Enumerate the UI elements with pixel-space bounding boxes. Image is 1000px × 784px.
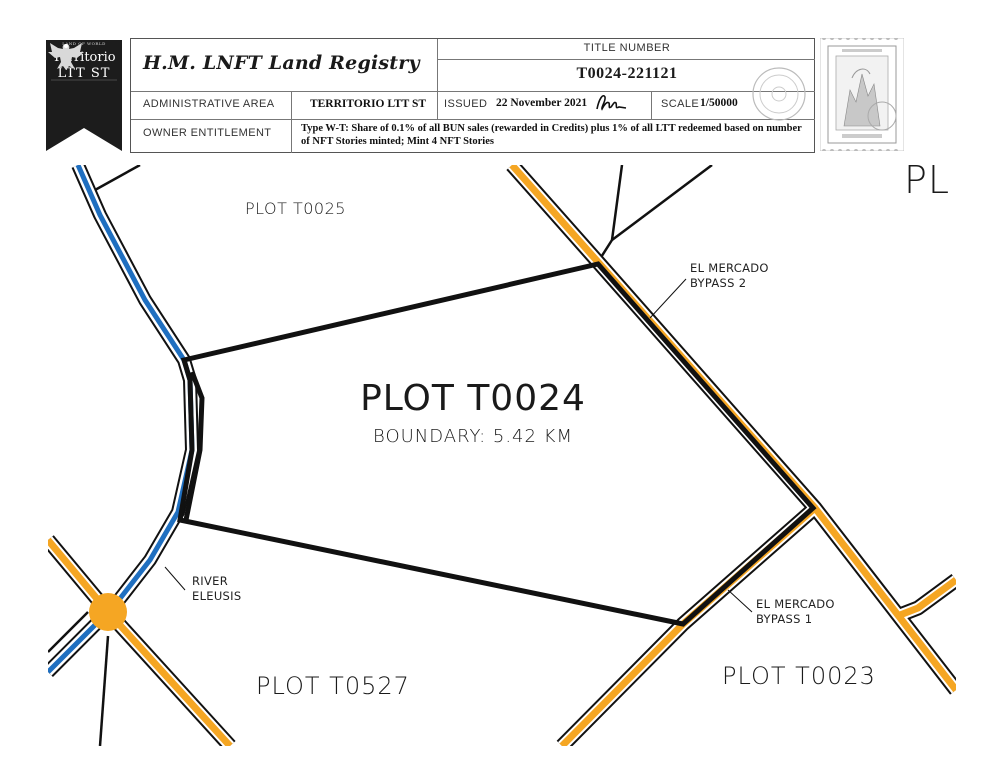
registry-header: H.M. LNFT Land Registry TITLE NUMBER T00… bbox=[130, 38, 815, 153]
badge-small-text: LAND OF WORLD bbox=[62, 41, 106, 46]
eagle-crest-icon bbox=[48, 43, 84, 70]
plot-t0023-label: PLOT T0023 bbox=[722, 662, 876, 690]
annotation-leaders bbox=[164, 278, 753, 613]
river-annotation: RIVER ELEUSIS bbox=[192, 574, 241, 604]
admin-area-value: TERRITORIO LTT ST bbox=[309, 98, 427, 110]
river-line1: RIVER bbox=[192, 574, 229, 588]
badge-line2: LTT ST bbox=[57, 66, 111, 81]
bypass-1-line2: BYPASS 1 bbox=[756, 612, 813, 626]
plot-boundary-length: BOUNDARY: 5.42 KM bbox=[372, 426, 573, 447]
plot-t0024-label: PLOT T0024 bbox=[360, 378, 586, 419]
postage-stamp-icon bbox=[820, 38, 904, 151]
registry-title: H.M. LNFT Land Registry bbox=[143, 52, 420, 74]
admin-area-label: ADMINISTRATIVE AREA bbox=[143, 98, 275, 110]
title-number-value: T0024-221121 bbox=[576, 65, 678, 82]
owner-entitlement-label: OWNER ENTITLEMENT bbox=[143, 127, 272, 139]
plot-edge-label: PL bbox=[904, 158, 951, 202]
bypass-1-annotation: EL MERCADO BYPASS 1 bbox=[756, 597, 835, 627]
scale-value: 1/50000 bbox=[700, 97, 738, 109]
seal-stamp-icon bbox=[752, 67, 806, 121]
issued-date: 22 November 2021 bbox=[496, 97, 588, 109]
plot-borders bbox=[48, 165, 713, 746]
plot-t0024-boundary bbox=[177, 261, 817, 627]
plot-t0025-label: PLOT T0025 bbox=[245, 199, 346, 218]
river-line2: ELEUSIS bbox=[192, 589, 242, 603]
road-junction bbox=[89, 593, 127, 631]
territory-badge: LAND OF WORLD Territorio LTT ST bbox=[46, 40, 122, 151]
scale-label: SCALE bbox=[661, 98, 700, 110]
title-number-label: TITLE NUMBER bbox=[583, 42, 671, 54]
owner-entitlement-text: Type W-T: Share of 0.1% of all BUN sales… bbox=[301, 123, 802, 147]
bypass-2-line1: EL MERCADO bbox=[690, 261, 769, 275]
bypass-2-annotation: EL MERCADO BYPASS 2 bbox=[690, 261, 769, 291]
bypass-2-line2: BYPASS 2 bbox=[690, 276, 747, 290]
plot-t0527-label: PLOT T0527 bbox=[256, 672, 410, 700]
bypass-1-line1: EL MERCADO bbox=[756, 597, 835, 611]
signature-icon bbox=[596, 94, 627, 111]
issued-label: ISSUED bbox=[444, 98, 488, 110]
